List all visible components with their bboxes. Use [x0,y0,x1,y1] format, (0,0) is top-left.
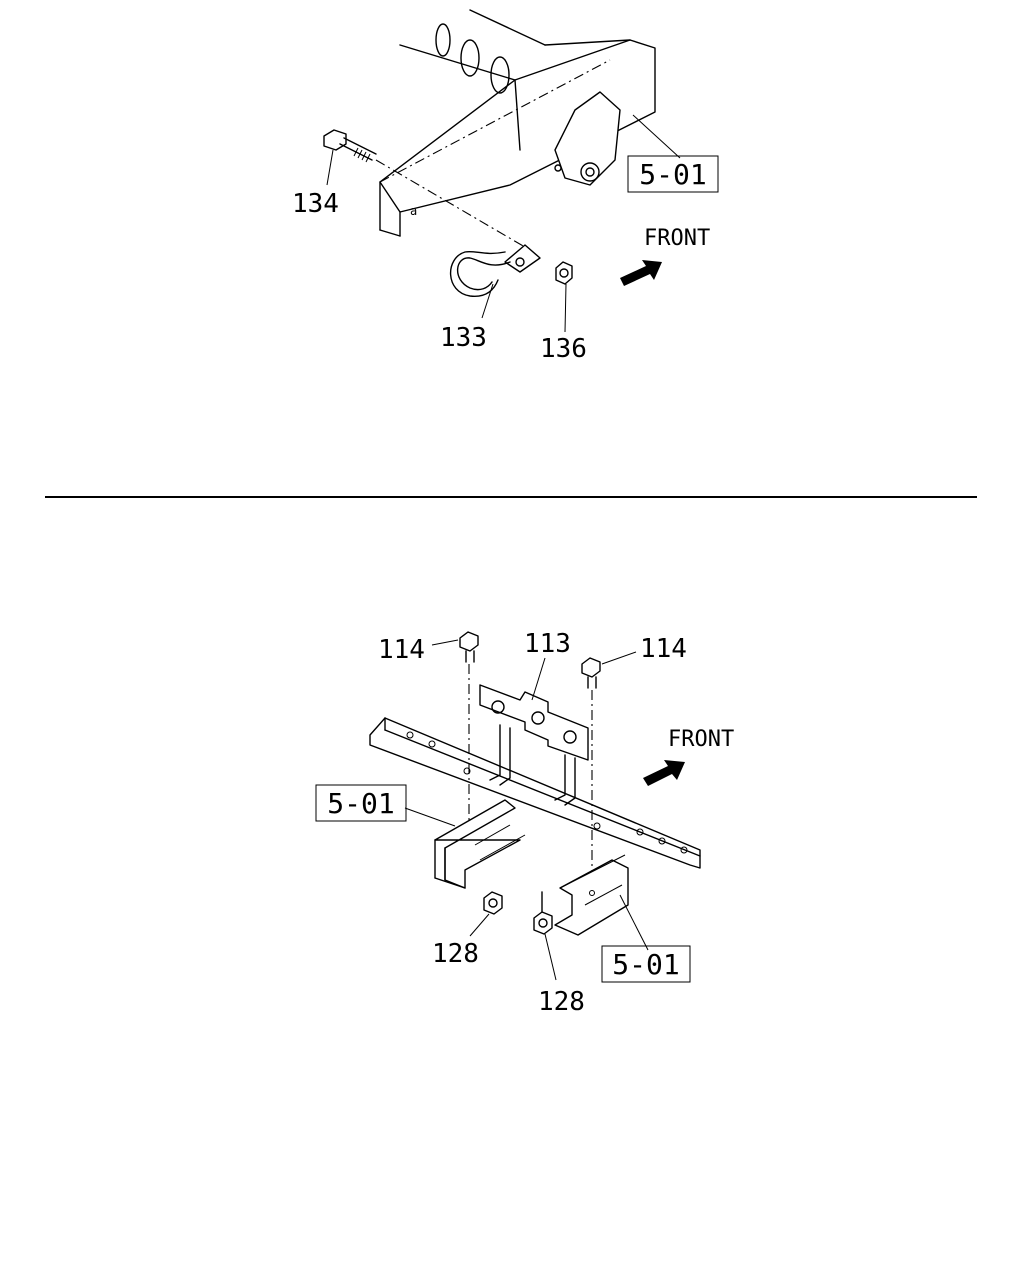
label-133: 133 [440,323,487,353]
leader-133 [481,283,494,319]
frame-channel-right [541,854,629,936]
bolt-centerline [375,159,531,251]
ref-leader-left [404,807,456,827]
leader-113 [531,657,546,701]
bolt-114-left [459,631,479,663]
front-label-bottom: FRONT [668,727,734,752]
leader-114-left [431,639,459,646]
bottom-diagram: 113 114 114 5-01 [315,629,734,1017]
bracket-113 [479,684,589,806]
frame-tow-eye [554,91,621,186]
front-arrow-icon [620,260,662,286]
ref-box-left-label: 5-01 [327,787,394,820]
front-arrow-icon-bottom [643,760,685,786]
label-134: 134 [292,189,339,219]
label-114-left: 114 [378,635,425,665]
ref-box-right [601,945,691,983]
label-113: 113 [524,629,571,659]
cross-angle-bar [369,717,701,869]
nut-128-right [533,911,553,935]
nut-128-left [483,891,503,915]
leader-134 [326,149,334,186]
hook-133 [449,244,541,297]
frame-channel-left [434,799,526,889]
leader-128-left [469,913,490,937]
label-136: 136 [540,334,587,364]
front-label: FRONT [644,226,710,251]
ref-box-right-label: 5-01 [612,948,679,981]
ref-leader-right [619,894,649,951]
ref-box-label: 5-01 [639,158,706,191]
bolt-134 [323,129,377,163]
nut-136 [555,261,573,285]
ref-box-left [315,784,407,822]
label-128-right: 128 [538,987,585,1017]
bolt-114-right [581,657,601,689]
top-diagram: a 5-01 134 [292,9,719,364]
label-114-right: 114 [640,634,687,664]
label-128-left: 128 [432,939,479,969]
leader-114-right [601,651,637,665]
leader-136 [564,283,567,333]
ref-box [627,155,719,193]
ref-leader [632,114,681,159]
frame-rail: a [379,9,656,237]
leader-128-right [544,933,557,981]
rail-mark: a [410,204,417,218]
